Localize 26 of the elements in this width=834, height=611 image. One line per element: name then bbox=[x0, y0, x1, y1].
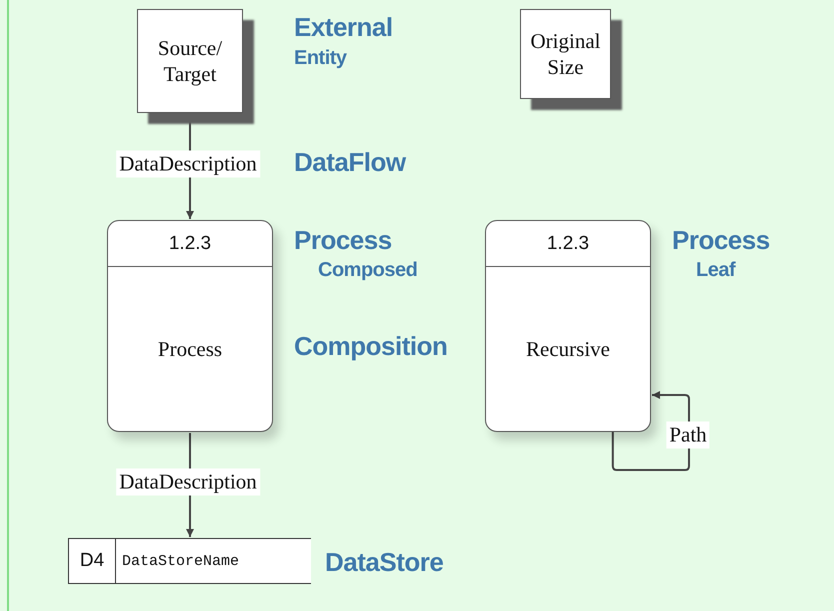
category-label: External bbox=[294, 12, 393, 43]
process-box bbox=[485, 220, 651, 432]
process-number: 1.2.3 bbox=[546, 232, 590, 254]
external-entity-box bbox=[137, 9, 243, 113]
edge-label: DataDescription bbox=[116, 150, 260, 178]
data-store-box bbox=[68, 538, 311, 584]
entity-name: Source/ Target bbox=[156, 34, 224, 88]
arrow bbox=[612, 391, 690, 471]
external-entity-box bbox=[520, 9, 611, 99]
category-label: Process bbox=[672, 225, 770, 256]
process-name: Process bbox=[158, 336, 222, 362]
edge-label: DataDescription bbox=[116, 468, 260, 496]
process-name: Recursive bbox=[526, 336, 610, 362]
category-label: Leaf bbox=[696, 259, 736, 282]
category-label: Composition bbox=[294, 331, 448, 362]
edge-label: Path bbox=[666, 422, 710, 448]
entity-name: Original Size bbox=[530, 28, 602, 80]
category-label: DataFlow bbox=[294, 147, 406, 178]
category-label: DataStore bbox=[325, 547, 444, 578]
process-box bbox=[107, 220, 273, 432]
category-label: Process bbox=[294, 225, 392, 256]
store-name: DataStoreName bbox=[122, 552, 240, 570]
category-label: Entity bbox=[294, 47, 347, 70]
store-id: D4 bbox=[80, 550, 104, 572]
category-label: Composed bbox=[318, 259, 418, 282]
process-number: 1.2.3 bbox=[168, 232, 212, 254]
